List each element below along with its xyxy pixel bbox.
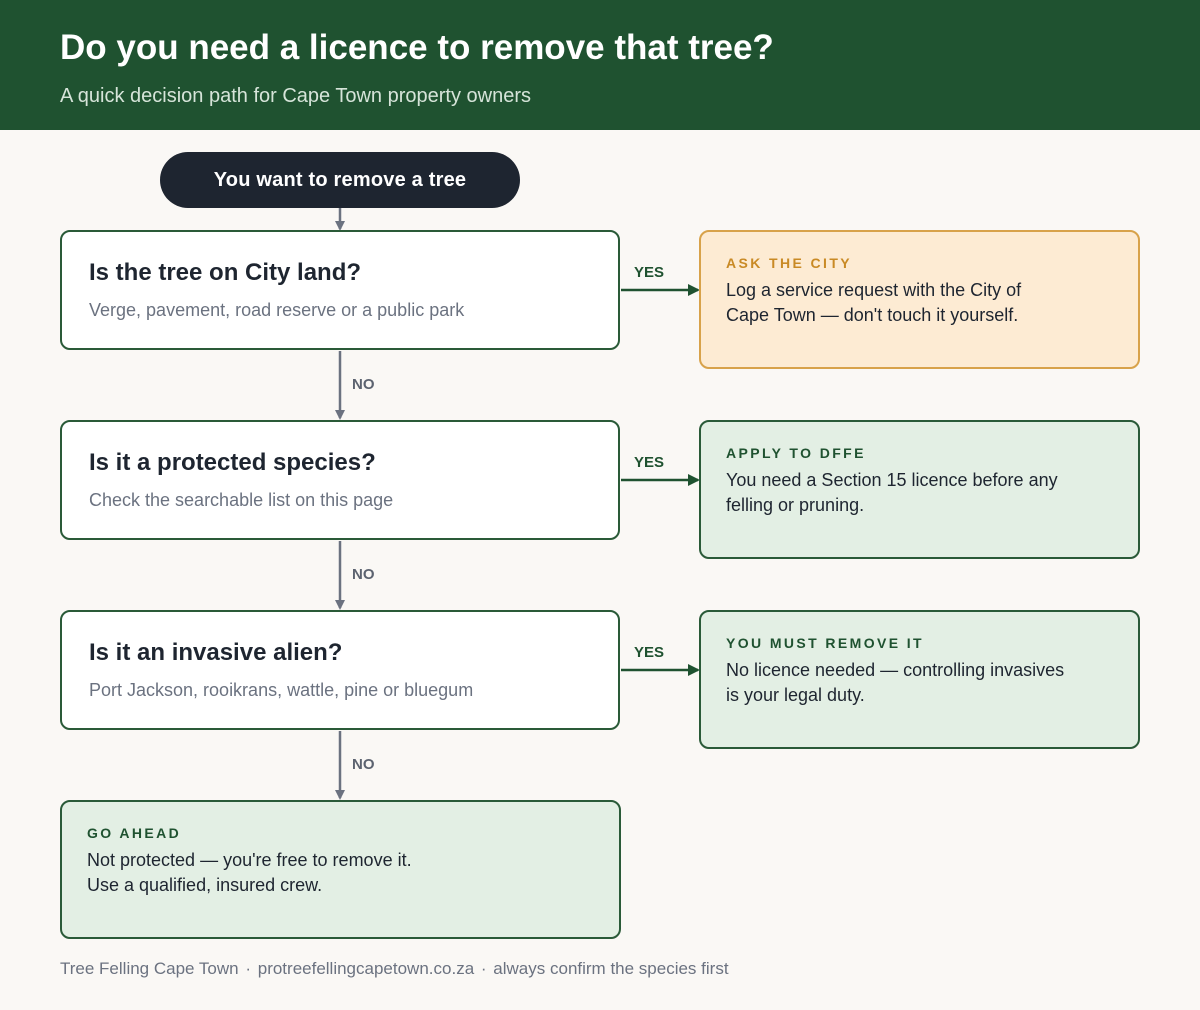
no-label-q1: NO [352, 376, 375, 393]
header-banner: Do you need a licence to remove that tre… [0, 0, 1200, 130]
question-hint: Verge, pavement, road reserve or a publi… [89, 300, 465, 320]
outcome-text: You need a Section 15 licence before any… [726, 470, 1058, 515]
outcome-text: Log a service request with the City of C… [726, 280, 1022, 325]
yes-label-q1: YES [634, 264, 665, 281]
footer-note: always confirm the species first [493, 959, 729, 978]
outcome-label: APPLY TO DFFE [726, 445, 866, 461]
outcome-text: Not protected — you're free to remove it… [87, 850, 412, 895]
outcome-ask-the-city: ASK THE CITY Log a service request with … [699, 230, 1140, 369]
question-title: Is it a protected species? [89, 449, 376, 476]
yes-label-q2: YES [634, 454, 665, 471]
start-node: You want to remove a tree [160, 152, 520, 208]
page-subtitle: A quick decision path for Cape Town prop… [60, 85, 532, 107]
question-protected-species: Is it a protected species? Check the sea… [60, 420, 620, 540]
footer-separator: · [245, 959, 251, 978]
question-city-land: Is the tree on City land? Verge, pavemen… [60, 230, 620, 350]
footer: Tree Felling Cape Town · protreefellingc… [60, 959, 729, 979]
outcome-go-ahead: GO AHEAD Not protected — you're free to … [60, 800, 621, 939]
question-invasive-alien: Is it an invasive alien? Port Jackson, r… [60, 610, 620, 730]
outcome-apply-to-dffe: APPLY TO DFFE You need a Section 15 lice… [699, 420, 1140, 559]
page-title: Do you need a licence to remove that tre… [60, 28, 774, 67]
question-hint: Port Jackson, rooikrans, wattle, pine or… [89, 680, 474, 700]
question-title: Is it an invasive alien? [89, 639, 343, 666]
start-node-label: You want to remove a tree [213, 168, 467, 191]
question-title: Is the tree on City land? [89, 259, 362, 286]
footer-site: protreefellingcapetown.co.za [257, 959, 475, 978]
no-label-q2: NO [352, 566, 375, 583]
no-label-q3: NO [352, 756, 375, 773]
outcome-text: No licence needed — controlling invasive… [726, 660, 1065, 705]
footer-brand: Tree Felling Cape Town [60, 959, 239, 978]
outcome-label: YOU MUST REMOVE IT [726, 635, 924, 651]
footer-separator: · [480, 959, 487, 978]
outcome-label: GO AHEAD [87, 825, 182, 841]
yes-label-q3: YES [634, 644, 665, 661]
outcome-label: ASK THE CITY [726, 255, 853, 271]
question-hint: Check the searchable list on this page [89, 490, 394, 510]
outcome-must-remove: YOU MUST REMOVE IT No licence needed — c… [699, 610, 1140, 749]
